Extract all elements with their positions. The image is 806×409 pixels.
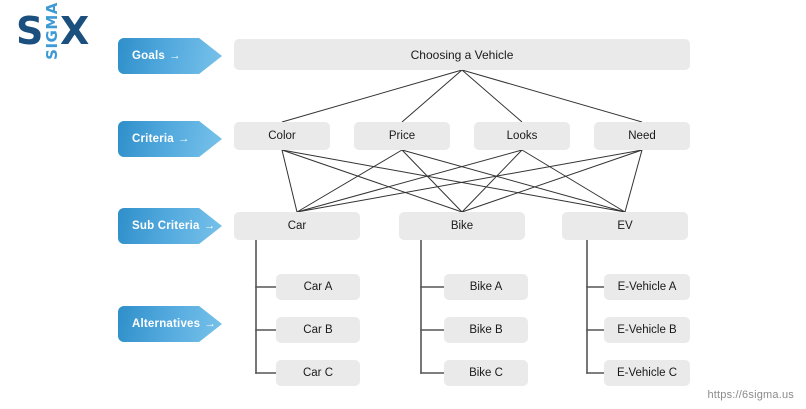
wire-need-car <box>296 149 643 213</box>
node-alternative-bike-b[interactable]: Bike B <box>444 317 528 343</box>
node-subcriteria-ev[interactable]: EV <box>562 212 688 240</box>
node-criteria-price[interactable]: Price <box>354 122 450 150</box>
stage-label-sub-criteria[interactable]: Sub Criteria → <box>118 208 222 244</box>
node-subcriteria-bike[interactable]: Bike <box>399 212 525 240</box>
node-alternative-evehicle-a[interactable]: E-Vehicle A <box>604 274 690 300</box>
wire-goal-need <box>461 69 643 123</box>
node-alternative-evehicle-b[interactable]: E-Vehicle B <box>604 317 690 343</box>
stage-label-goals[interactable]: Goals → <box>118 38 222 74</box>
arrow-right-icon: → <box>204 318 216 330</box>
wire-need-ev <box>624 149 643 213</box>
wire-color-bike <box>281 149 463 213</box>
wire-goal-looks <box>461 69 523 123</box>
wire-color-ev <box>281 149 626 213</box>
six-sigma-logo: S SIGMA X <box>16 2 94 60</box>
stage-label-alternatives[interactable]: Alternatives → <box>118 306 222 342</box>
node-alternative-car-b[interactable]: Car B <box>276 317 360 343</box>
wire-price-bike <box>401 149 463 213</box>
wire-looks-bike <box>461 149 523 213</box>
node-alternative-evehicle-c[interactable]: E-Vehicle C <box>604 360 690 386</box>
stage-label-criteria-text: Criteria <box>132 133 174 145</box>
stage-label-goals-text: Goals <box>132 50 165 62</box>
wire-price-car <box>296 149 403 213</box>
wire-need-bike <box>461 149 643 213</box>
node-subcriteria-car[interactable]: Car <box>234 212 360 240</box>
arrow-right-icon: → <box>177 133 190 145</box>
arrow-right-icon: → <box>203 220 216 232</box>
node-criteria-color[interactable]: Color <box>234 122 330 150</box>
wire-price-ev <box>401 149 626 213</box>
wire-looks-car <box>296 149 523 213</box>
node-alternative-bike-a[interactable]: Bike A <box>444 274 528 300</box>
wire-looks-ev <box>521 149 626 213</box>
node-alternative-car-c[interactable]: Car C <box>276 360 360 386</box>
node-alternative-car-a[interactable]: Car A <box>276 274 360 300</box>
arrow-right-icon: → <box>168 50 181 62</box>
stage-label-criteria[interactable]: Criteria → <box>118 121 222 157</box>
wire-color-car <box>281 149 298 213</box>
node-alternative-bike-c[interactable]: Bike C <box>444 360 528 386</box>
wire-goal-price <box>401 69 463 123</box>
wire-goal-color <box>281 69 463 123</box>
node-criteria-looks[interactable]: Looks <box>474 122 570 150</box>
watermark-url: https://6sigma.us <box>707 389 794 401</box>
node-goal-choosing-a-vehicle[interactable]: Choosing a Vehicle <box>234 39 690 70</box>
stage-label-sub-criteria-text: Sub Criteria <box>132 220 200 232</box>
logo-letter-s: S <box>16 9 43 53</box>
node-criteria-need[interactable]: Need <box>594 122 690 150</box>
stage-label-alternatives-text: Alternatives <box>132 318 201 330</box>
logo-letter-x: X <box>60 9 89 53</box>
